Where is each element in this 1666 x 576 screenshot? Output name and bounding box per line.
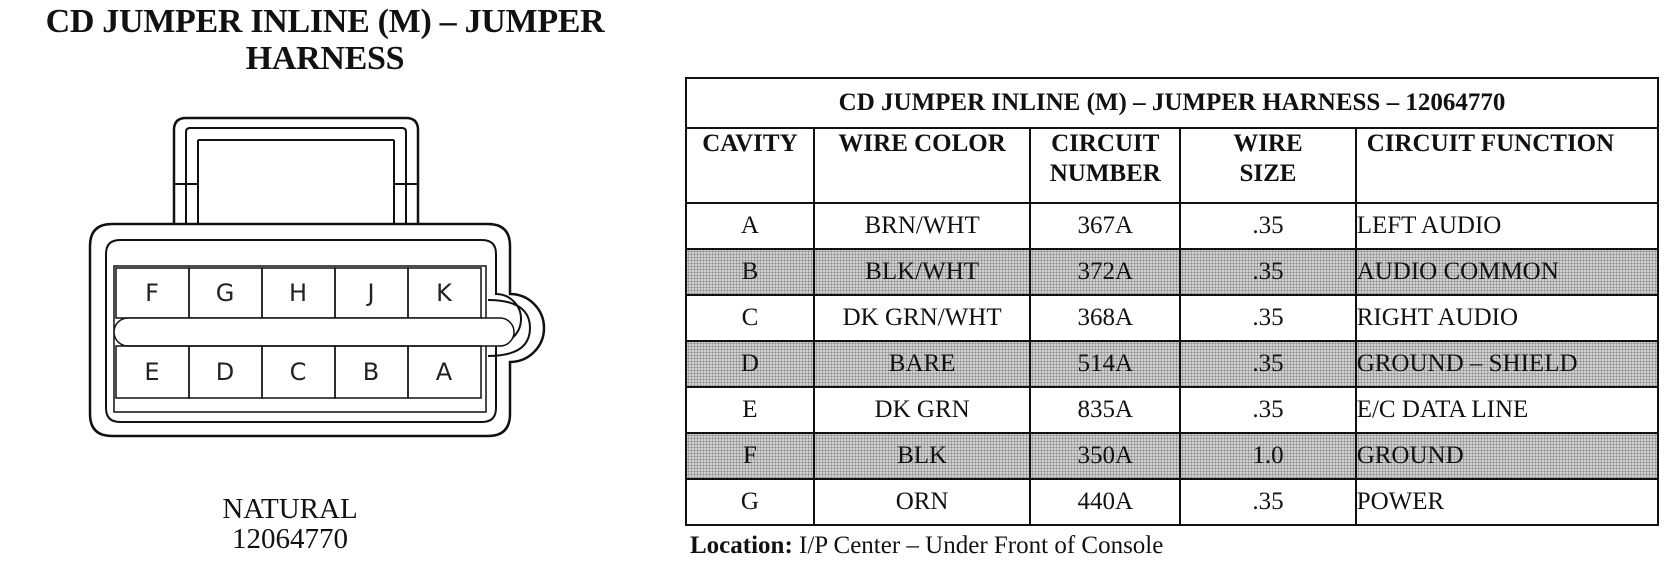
location-note: Location: I/P Center – Under Front of Co… — [690, 532, 1163, 560]
page-title-line-1: CD JUMPER INLINE (M) – JUMPER — [45, 3, 605, 40]
cell-circuit-function: AUDIO COMMON — [1354, 248, 1660, 296]
connector-caption: NATURAL 12064770 — [180, 494, 400, 555]
table-row: B BLK/WHT 372A .35 AUDIO COMMON — [685, 248, 1660, 296]
connector-outline — [88, 116, 546, 438]
cell-cavity: B — [685, 248, 815, 296]
cell-wire-size: .35 — [1179, 294, 1357, 342]
pinout-table: CD JUMPER INLINE (M) – JUMPER HARNESS – … — [685, 77, 1660, 526]
connector-diagram: F G H J K E D C B A — [88, 116, 590, 458]
cavity-label-a: A — [435, 358, 453, 386]
table-row: G ORN 440A .35 POWER — [685, 478, 1660, 526]
cavity-label-c: C — [289, 358, 307, 386]
cell-circuit-function: RIGHT AUDIO — [1354, 294, 1660, 342]
table-row: F BLK 350A 1.0 GROUND — [685, 432, 1660, 480]
cell-circuit-number: 350A — [1029, 432, 1182, 480]
cavity-label-j: J — [367, 279, 375, 307]
table-title-row: CD JUMPER INLINE (M) – JUMPER HARNESS – … — [685, 77, 1659, 129]
cell-wire-color: DK GRN/WHT — [812, 294, 1032, 342]
cavity-label-e: E — [144, 358, 160, 386]
table-row: D BARE 514A .35 GROUND – SHIELD — [685, 340, 1660, 388]
cell-circuit-function: LEFT AUDIO — [1354, 202, 1660, 250]
connector-color: NATURAL — [222, 493, 358, 525]
cell-wire-size: .35 — [1179, 478, 1357, 526]
table-row: E DK GRN 835A .35 E/C DATA LINE — [685, 386, 1660, 434]
cell-wire-color: DK GRN — [812, 386, 1032, 434]
cell-wire-color: BARE — [812, 340, 1032, 388]
cell-wire-size: .35 — [1179, 386, 1357, 434]
column-header-circuit-function: CIRCUIT FUNCTION — [1354, 127, 1660, 204]
cell-wire-size: .35 — [1179, 248, 1357, 296]
column-header-cavity: CAVITY — [685, 127, 815, 204]
location-label: Location: — [690, 532, 793, 559]
cell-wire-size: 1.0 — [1179, 432, 1357, 480]
cell-cavity: D — [685, 340, 815, 388]
cell-circuit-function: E/C DATA LINE — [1354, 386, 1660, 434]
cell-circuit-number: 835A — [1029, 386, 1182, 434]
table-row: C DK GRN/WHT 368A .35 RIGHT AUDIO — [685, 294, 1660, 342]
location-value: I/P Center – Under Front of Console — [799, 532, 1164, 559]
cell-circuit-number: 514A — [1029, 340, 1182, 388]
connector-part-number: 12064770 — [232, 523, 348, 556]
cell-wire-color: BLK — [812, 432, 1032, 480]
cell-wire-size: .35 — [1179, 340, 1357, 388]
cell-wire-color: BLK/WHT — [812, 248, 1032, 296]
cavity-label-f: F — [145, 279, 159, 307]
cell-circuit-number: 367A — [1029, 202, 1182, 250]
cell-cavity: G — [685, 478, 815, 526]
table-row: A BRN/WHT 367A .35 LEFT AUDIO — [685, 202, 1660, 250]
cavity-label-g: G — [215, 279, 235, 307]
cell-circuit-function: GROUND — [1354, 432, 1660, 480]
cell-wire-color: BRN/WHT — [812, 202, 1032, 250]
cell-circuit-number: 440A — [1029, 478, 1182, 526]
cell-cavity: A — [685, 202, 815, 250]
page-title: CD JUMPER INLINE (M) – JUMPER HARNESS — [0, 3, 650, 77]
cell-circuit-number: 372A — [1029, 248, 1182, 296]
cell-circuit-function: GROUND – SHIELD — [1354, 340, 1660, 388]
cell-wire-size: .35 — [1179, 202, 1357, 250]
cell-wire-color: ORN — [812, 478, 1032, 526]
cavity-label-h: H — [288, 279, 308, 307]
page-title-line-2: HARNESS — [245, 39, 405, 77]
column-header-wire-color: WIRE COLOR — [812, 127, 1032, 204]
cell-cavity: E — [685, 386, 815, 434]
cell-cavity: F — [685, 432, 815, 480]
cavity-label-b: B — [362, 358, 380, 386]
table-title: CD JUMPER INLINE (M) – JUMPER HARNESS – … — [685, 77, 1659, 129]
cavity-label-d: D — [215, 358, 235, 386]
cavity-label-k: K — [436, 279, 452, 307]
cell-circuit-number: 368A — [1029, 294, 1182, 342]
cell-cavity: C — [685, 294, 815, 342]
cell-circuit-function: POWER — [1354, 478, 1660, 526]
